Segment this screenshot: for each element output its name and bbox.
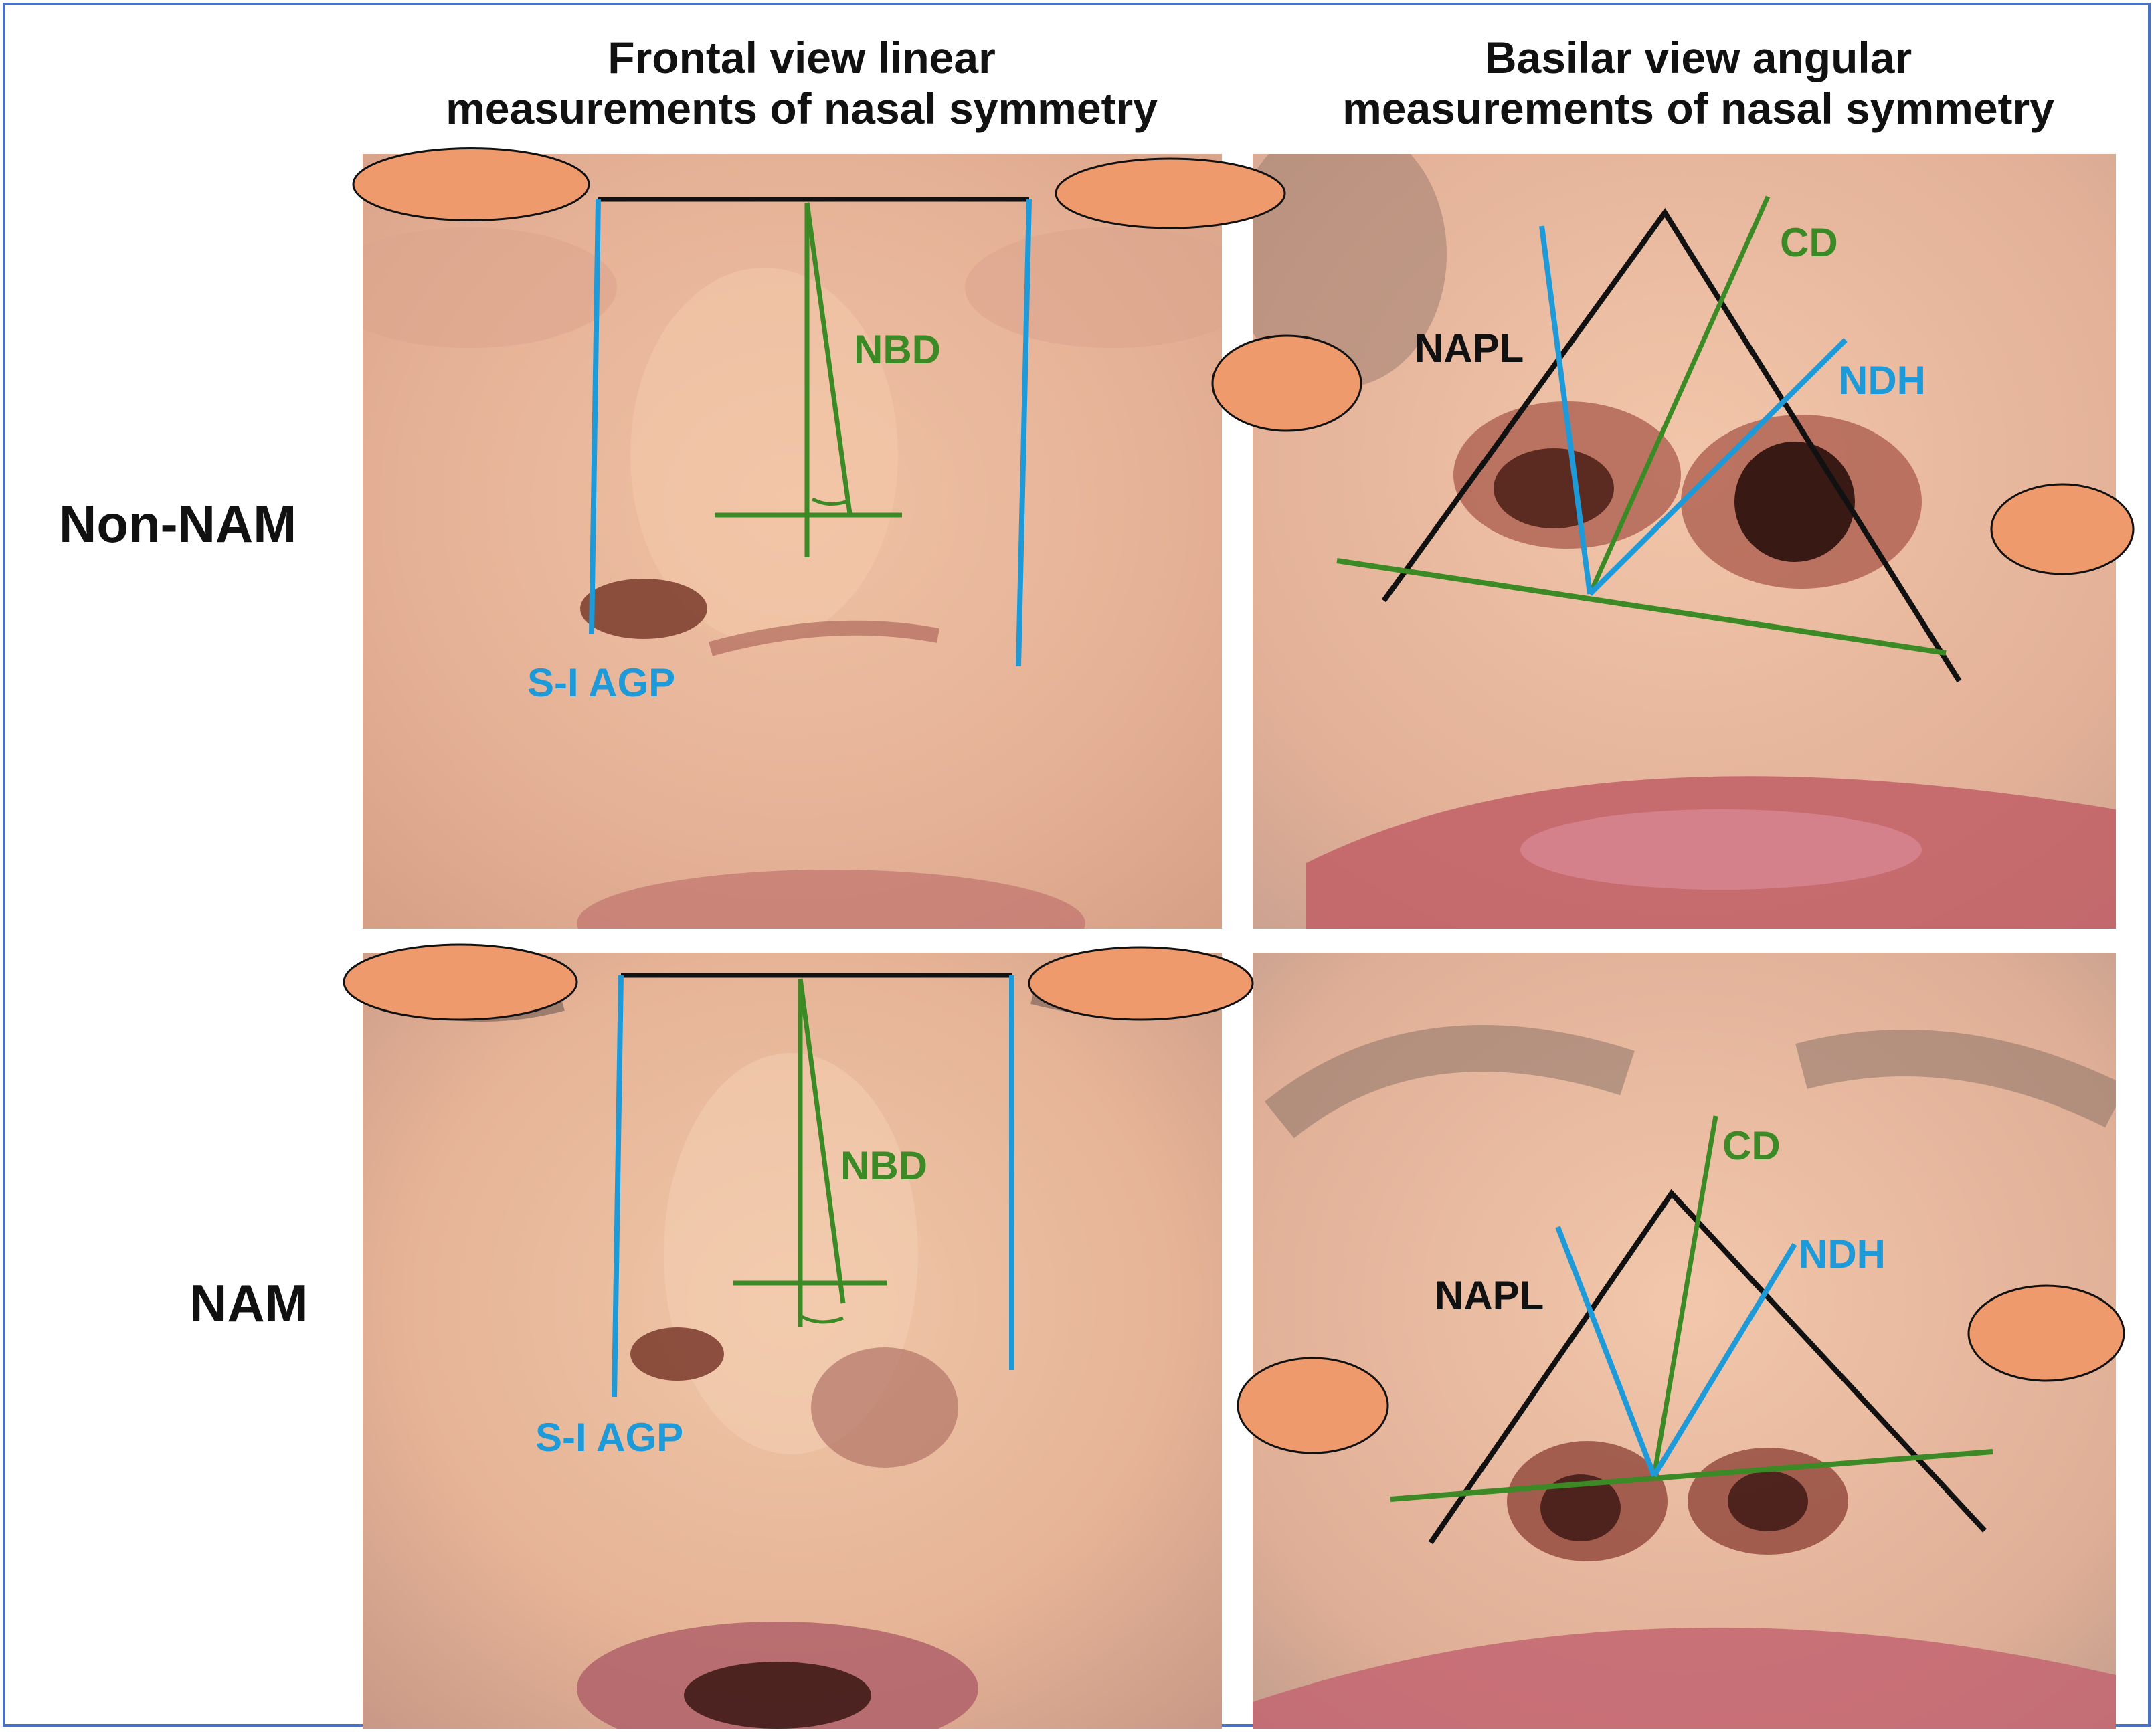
nbd-label-non-nam: NBD	[854, 327, 941, 372]
privacy-oval	[1053, 156, 1287, 231]
napl-label-non-nam: NAPL	[1415, 326, 1524, 371]
basilar-title-line-2: measurements of nasal symmetry	[1342, 84, 2054, 133]
privacy-oval	[1989, 482, 2136, 577]
privacy-oval	[341, 942, 579, 1022]
row-label-nam: NAM	[189, 1274, 308, 1333]
privacy-oval	[1235, 1355, 1390, 1456]
photo-non-nam-frontal	[363, 154, 1222, 929]
nbd-label-nam: NBD	[840, 1143, 927, 1188]
napl-label-nam: NAPL	[1435, 1273, 1544, 1318]
frontal-title-line-2: measurements of nasal symmetry	[446, 84, 1158, 133]
privacy-oval	[351, 146, 592, 223]
photo-non-nam-basilar	[1253, 154, 2116, 929]
ndh-label-non-nam: NDH	[1839, 358, 1926, 403]
photo-nam-frontal	[363, 953, 1222, 1729]
si-agp-label-non-nam: S-I AGP	[527, 660, 676, 705]
privacy-oval	[1966, 1283, 2127, 1383]
si-agp-label-nam: S-I AGP	[535, 1415, 684, 1460]
figure-frame: Frontal view linear measurements of nasa…	[3, 3, 2151, 1729]
face-photo-basilar-1	[1253, 154, 2116, 929]
frontal-view-title: Frontal view linear measurements of nasa…	[367, 32, 1237, 134]
basilar-title-line-1: Basilar view angular	[1484, 33, 1912, 82]
privacy-oval	[1026, 945, 1255, 1022]
face-photo-frontal-2	[363, 953, 1222, 1729]
ndh-label-nam: NDH	[1799, 1232, 1886, 1276]
basilar-view-title: Basilar view angular measurements of nas…	[1263, 32, 2133, 134]
face-photo-frontal-1	[363, 154, 1222, 929]
privacy-oval	[1210, 333, 1364, 434]
row-label-non-nam: Non-NAM	[59, 494, 297, 553]
frontal-title-line-1: Frontal view linear	[608, 33, 996, 82]
cd-label-nam: CD	[1722, 1123, 1781, 1168]
cd-label-non-nam: CD	[1780, 220, 1838, 265]
